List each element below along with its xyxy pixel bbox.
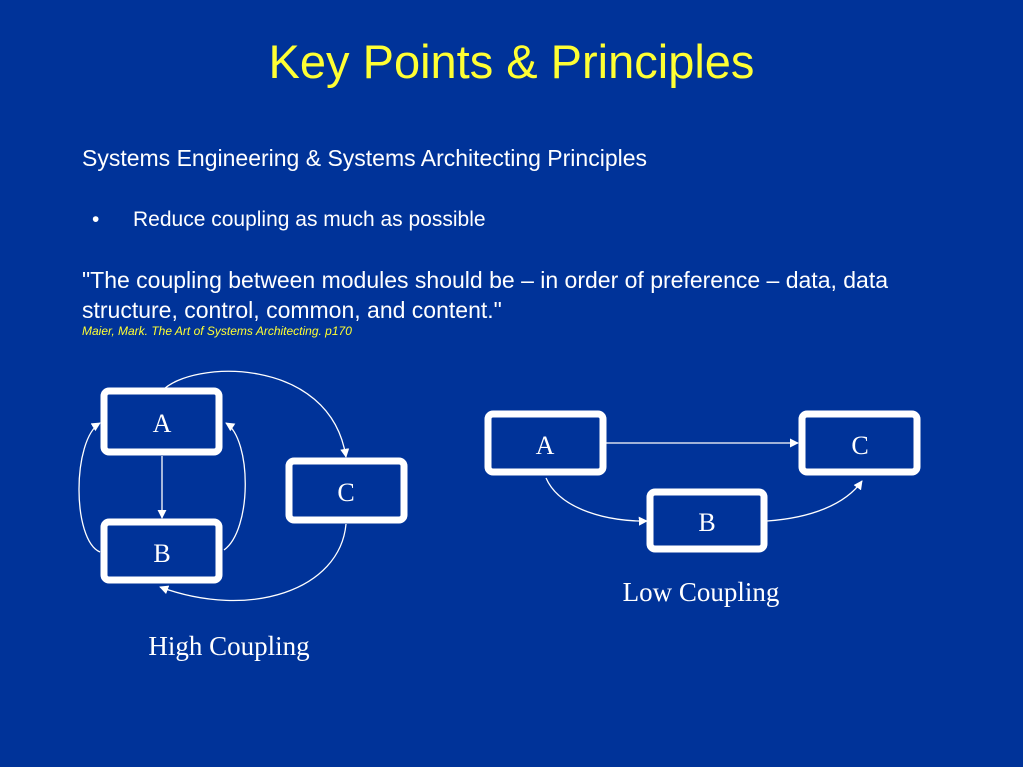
edge-a-to-b	[545, 477, 648, 526]
edge-b-to-a-left	[78, 422, 101, 553]
coupling-quote: "The coupling between modules should be …	[82, 267, 889, 323]
svg-text:C: C	[851, 431, 868, 460]
high-coupling-caption: High Coupling	[148, 631, 309, 661]
edge-b-to-a-right	[223, 422, 246, 551]
bullet-marker: •	[92, 208, 100, 231]
svg-text:B: B	[698, 508, 715, 537]
edge-b-to-c	[766, 480, 863, 522]
low-coupling-caption: Low Coupling	[623, 577, 780, 607]
slide-title: Key Points & Principles	[268, 35, 755, 88]
edge-a-to-c	[161, 370, 350, 458]
slide-subtitle: Systems Engineering & Systems Architecti…	[82, 145, 648, 171]
node-c: C	[798, 410, 921, 476]
svg-text:C: C	[337, 478, 354, 507]
svg-text:A: A	[536, 431, 555, 460]
node-a: A	[100, 387, 223, 456]
svg-text:B: B	[153, 539, 170, 568]
node-b: B	[646, 488, 768, 553]
bullet-item: • Reduce coupling as much as possible	[92, 207, 486, 233]
quote-citation: Maier, Mark. The Art of Systems Architec…	[82, 324, 352, 338]
node-b: B	[100, 518, 223, 584]
svg-text:A: A	[153, 409, 172, 438]
node-a: A	[484, 410, 607, 476]
high-coupling-diagram: A B C High Coupling	[78, 370, 408, 661]
low-coupling-diagram: A C B Low Coupling	[484, 410, 921, 607]
bullet-text: Reduce coupling as much as possible	[133, 208, 486, 231]
node-c: C	[285, 457, 408, 524]
edge-c-to-b	[159, 523, 347, 602]
